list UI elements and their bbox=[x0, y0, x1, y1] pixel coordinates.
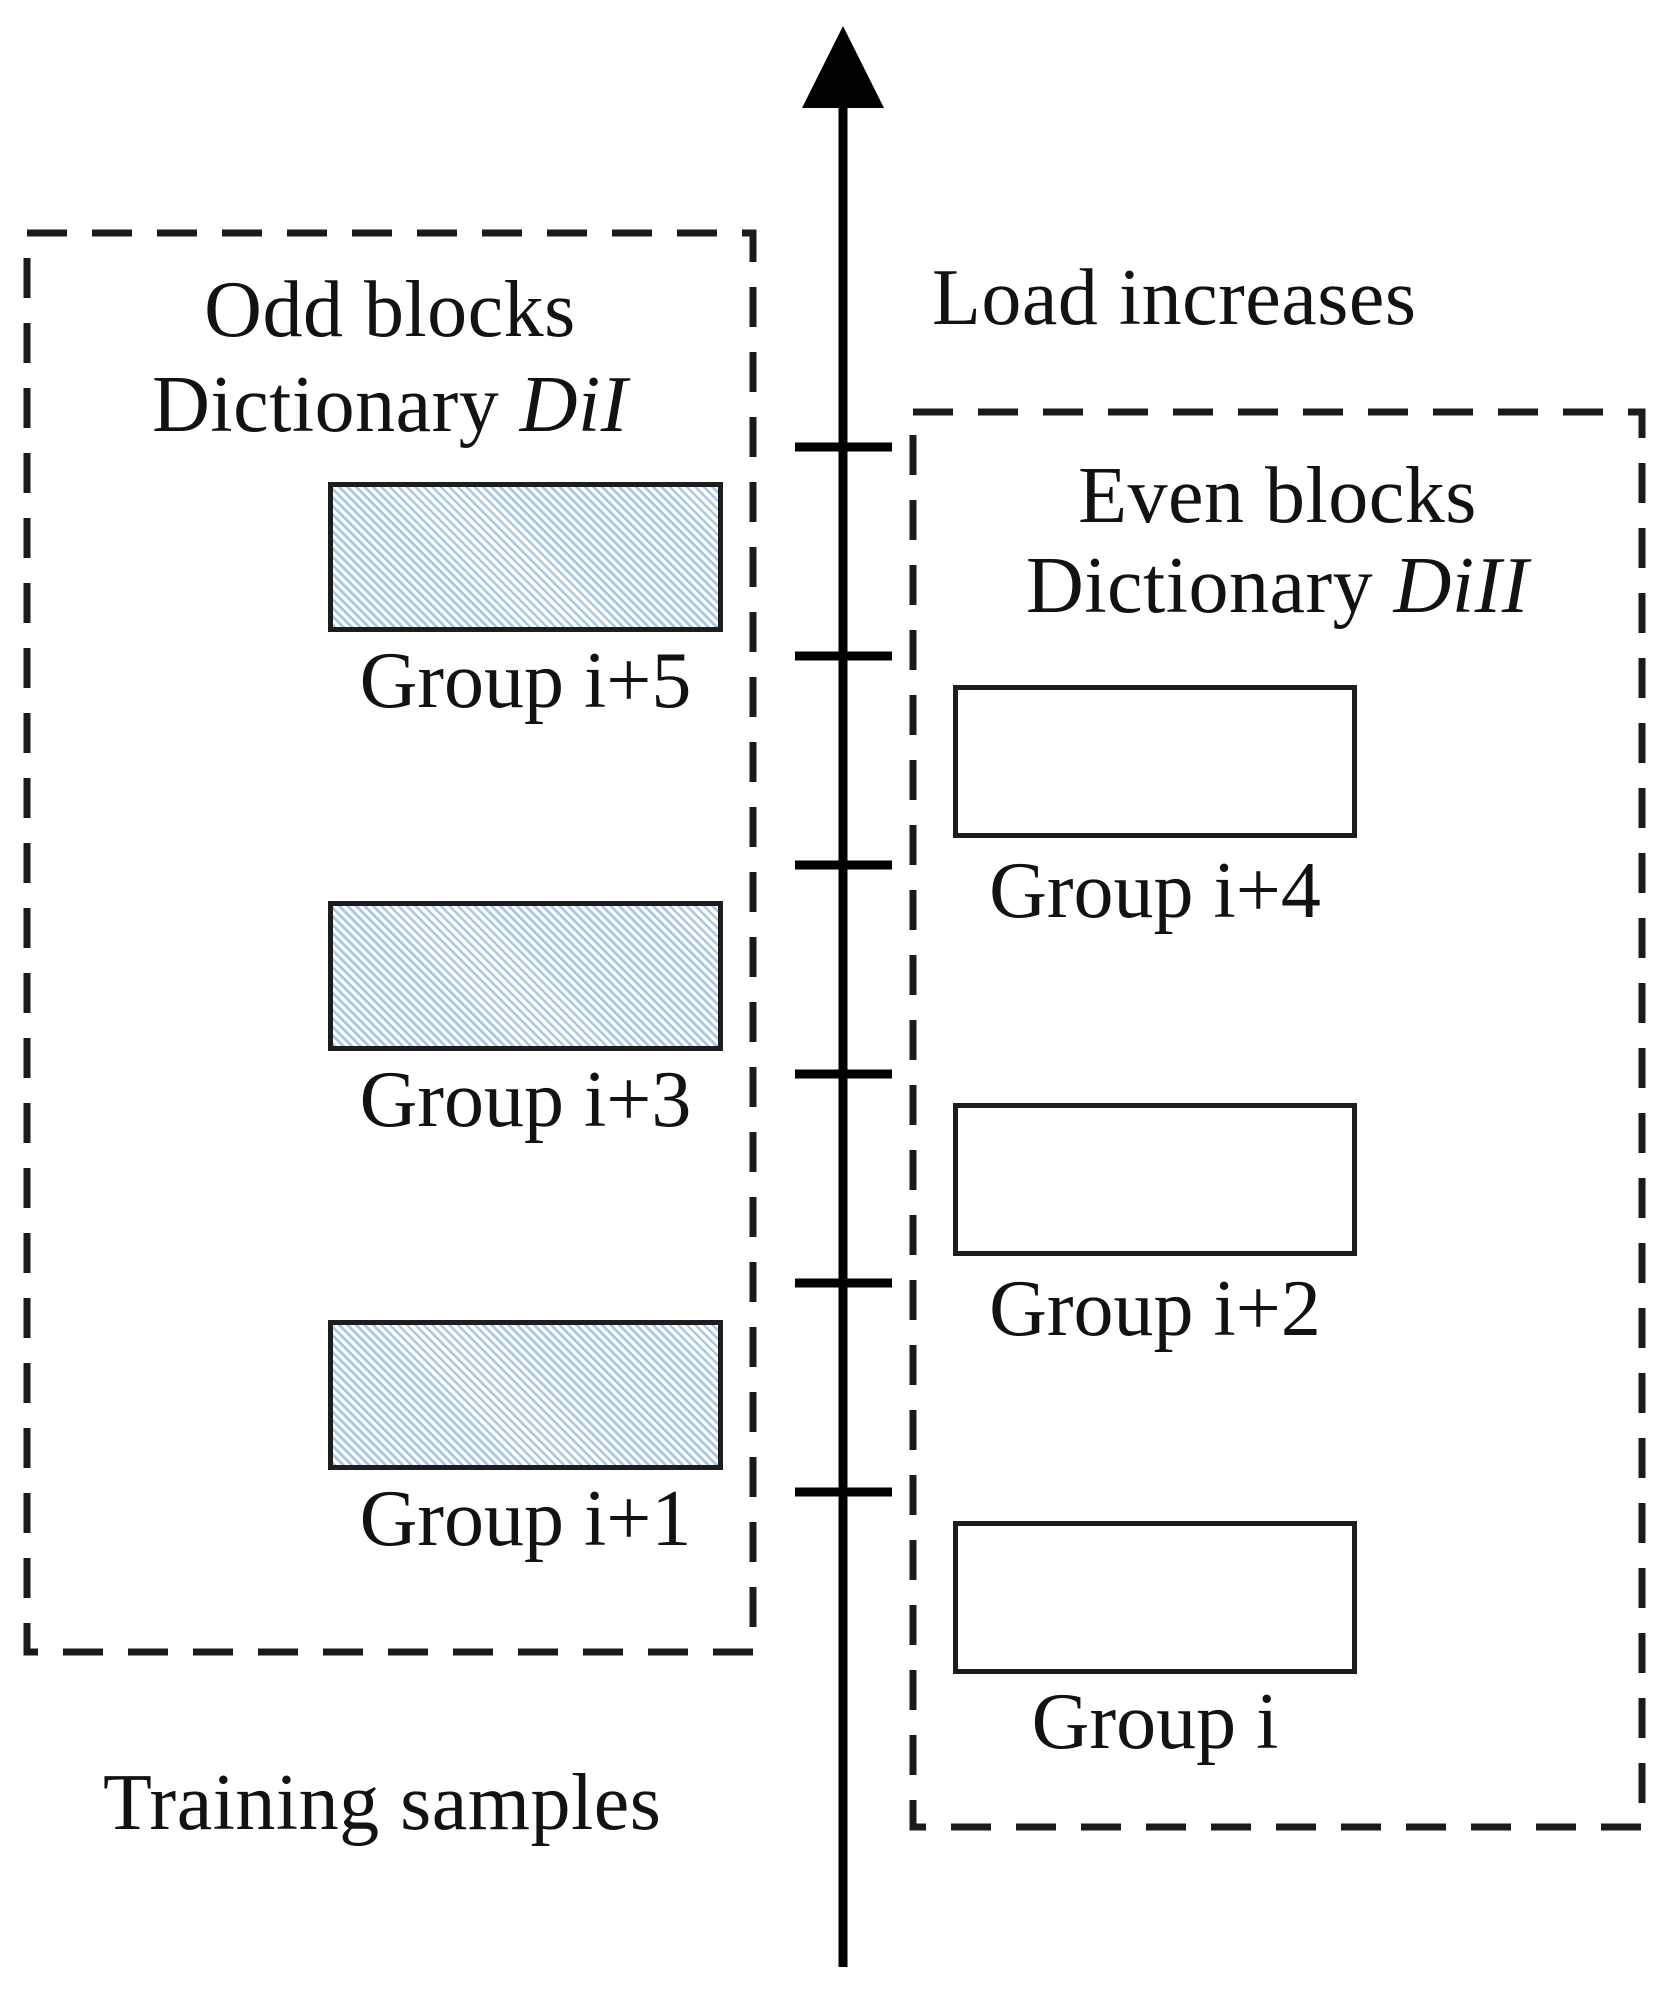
group-label-i-plus-1: Group i+1 bbox=[359, 1475, 692, 1563]
even-blocks-title: Even blocks Dictionary DiII bbox=[913, 451, 1642, 631]
group-block-i-plus-5 bbox=[328, 482, 723, 632]
group-block-i-plus-1 bbox=[328, 1320, 723, 1470]
group-block-i-plus-2 bbox=[953, 1103, 1357, 1256]
group-label-i-plus-2: Group i+2 bbox=[989, 1265, 1321, 1353]
even-blocks-dashed-box bbox=[909, 408, 1646, 1831]
odd-blocks-title-line1: Odd blocks bbox=[204, 266, 576, 354]
group-label-i-plus-4: Group i+4 bbox=[989, 847, 1321, 935]
axis-arrow-icon bbox=[802, 26, 884, 108]
odd-blocks-dashed-box bbox=[23, 229, 757, 1656]
even-dictionary-symbol: DiII bbox=[1393, 542, 1529, 630]
group-label-i-plus-5: Group i+5 bbox=[359, 637, 692, 725]
group-block-i-plus-3 bbox=[328, 901, 723, 1051]
training-samples-caption: Training samples bbox=[103, 1759, 662, 1847]
odd-dictionary-symbol: DiI bbox=[519, 361, 628, 449]
axis-label: Load increases bbox=[932, 254, 1417, 342]
group-label-i-plus-3: Group i+3 bbox=[359, 1056, 692, 1144]
even-blocks-title-line1: Even blocks bbox=[1078, 452, 1477, 540]
group-block-i-plus-4 bbox=[953, 685, 1357, 838]
odd-blocks-title-line2: Dictionary DiI bbox=[152, 361, 628, 449]
even-blocks-title-line2: Dictionary DiII bbox=[1026, 542, 1529, 630]
group-block-i bbox=[953, 1521, 1357, 1674]
odd-blocks-title: Odd blocks Dictionary DiI bbox=[27, 263, 753, 453]
group-label-i: Group i bbox=[1031, 1678, 1279, 1766]
